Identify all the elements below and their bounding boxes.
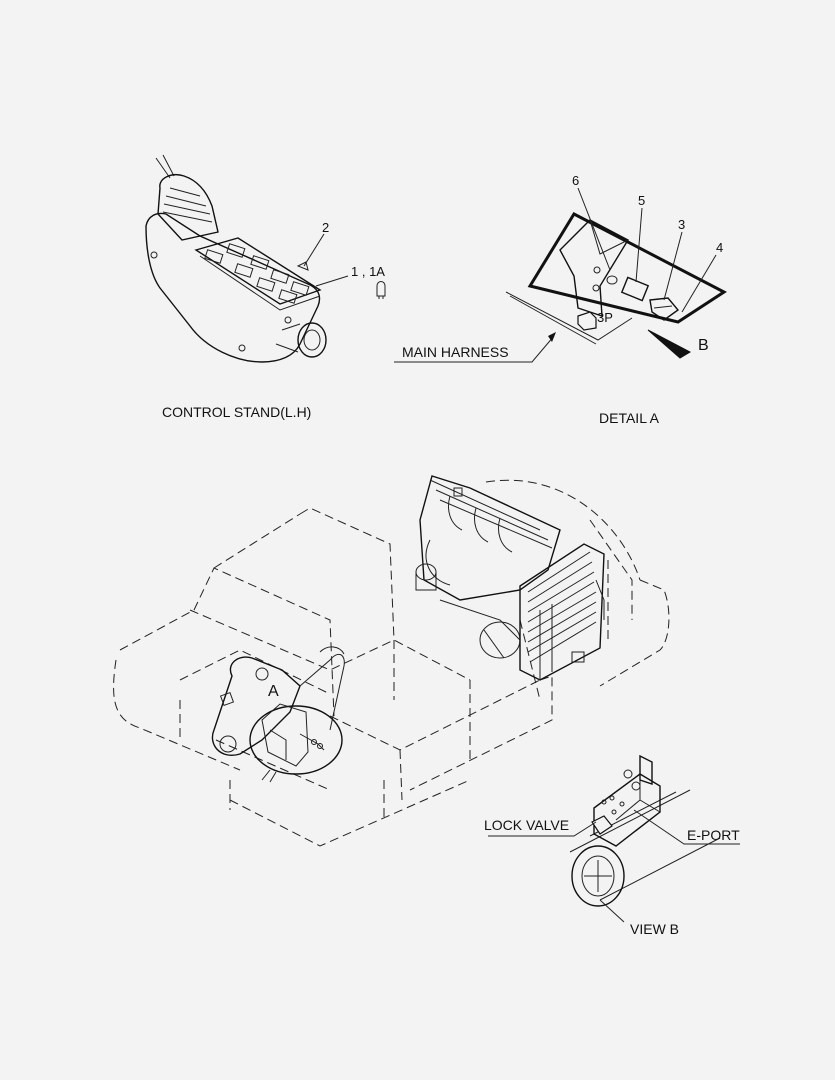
callout-1-1a: 1 , 1A <box>351 264 385 279</box>
callout-2: 2 <box>322 220 329 235</box>
machine-overview-illustration <box>113 475 670 847</box>
e-port-label: E-PORT <box>687 827 740 843</box>
view-b-illustration <box>488 754 740 923</box>
marker-a: A <box>268 683 279 700</box>
main-harness-label: MAIN HARNESS <box>402 344 509 360</box>
detail-a-illustration <box>394 187 727 363</box>
lock-valve-label: LOCK VALVE <box>484 817 569 833</box>
detail-a-title: DETAIL A <box>599 410 660 426</box>
callout-4: 4 <box>716 240 723 255</box>
callout-6: 6 <box>572 173 579 188</box>
callout-3: 3 <box>678 217 685 232</box>
connector-3p-label: 3P <box>597 310 613 325</box>
control-stand-illustration <box>145 154 386 363</box>
view-b-title: VIEW B <box>630 921 679 937</box>
control-stand-title: CONTROL STAND(L.H) <box>162 404 311 420</box>
callout-5: 5 <box>638 193 645 208</box>
marker-b: B <box>698 337 709 354</box>
